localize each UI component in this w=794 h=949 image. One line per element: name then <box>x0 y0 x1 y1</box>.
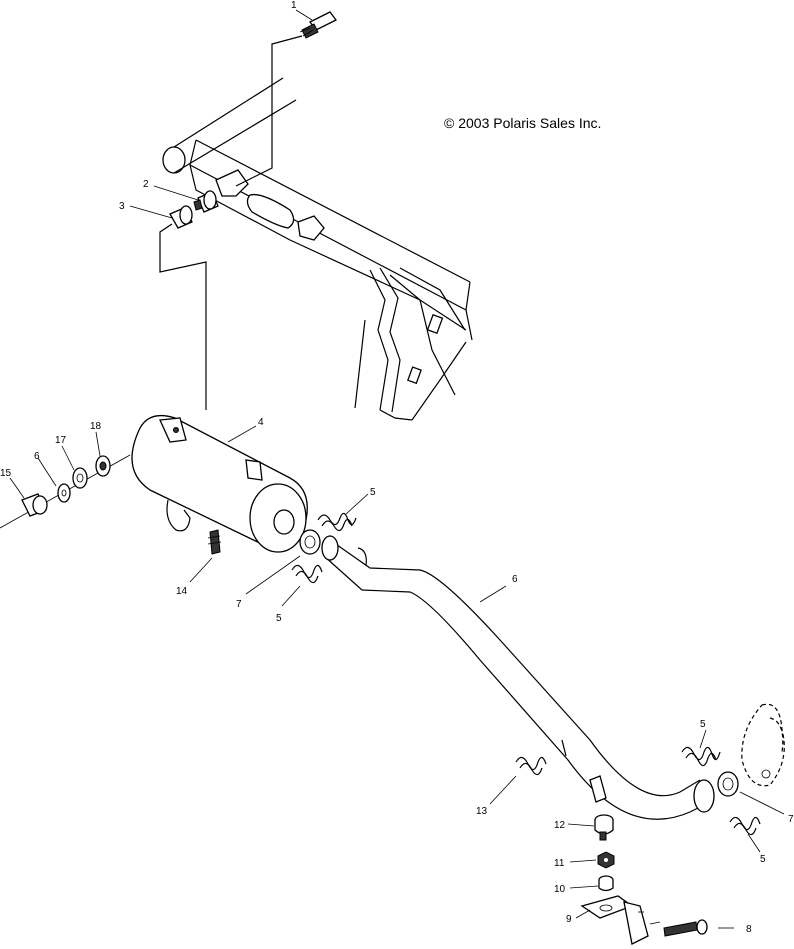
leader-5b <box>281 585 301 607</box>
callout-6a: 6 <box>34 451 40 462</box>
muffler-4 <box>131 414 308 553</box>
frame-assembly <box>162 77 473 421</box>
leader-5c <box>699 729 707 749</box>
callout-7b: 7 <box>788 814 794 825</box>
callout-6b: 6 <box>512 574 518 585</box>
leader-11 <box>569 859 597 863</box>
callout-1: 1 <box>291 0 297 11</box>
frame-tab-upper <box>215 169 249 197</box>
leader-9 <box>575 909 591 919</box>
gasket-7-left <box>299 529 321 555</box>
callout-8: 8 <box>746 924 752 935</box>
spring-5-upper <box>317 512 357 532</box>
grommet-2 <box>193 190 219 213</box>
callout-5b: 5 <box>276 613 282 624</box>
engine-outline <box>741 703 785 787</box>
leader-5a <box>345 493 369 515</box>
callout-13: 13 <box>476 806 488 817</box>
spring-5-lower <box>291 564 323 584</box>
leader-bushing-muffler <box>159 223 207 410</box>
leader-4 <box>227 425 257 443</box>
callout-11: 11 <box>554 858 565 869</box>
callout-10: 10 <box>554 884 566 895</box>
exhaust-pipe-6 <box>321 535 715 820</box>
leader-12 <box>567 823 595 827</box>
leader-10 <box>569 885 599 889</box>
spring-5-right-lower <box>729 816 761 836</box>
leader-3 <box>129 205 173 219</box>
callout-5d: 5 <box>760 854 766 865</box>
nut-15 <box>21 493 48 517</box>
spring-13 <box>515 756 547 776</box>
callout-18: 18 <box>90 421 102 432</box>
leader-1 <box>295 9 313 21</box>
washer-16 <box>57 483 71 503</box>
engine-port <box>761 769 771 779</box>
callout-7a: 7 <box>236 599 242 610</box>
leader-16 <box>37 457 57 487</box>
callout-4: 4 <box>258 417 264 428</box>
gasket-7-right <box>717 771 739 797</box>
frame-tube-end <box>162 146 186 174</box>
leader-18 <box>95 431 101 457</box>
leader-15 <box>9 477 25 499</box>
callout-3: 3 <box>119 201 125 212</box>
callout-14: 14 <box>176 586 188 597</box>
leader-17 <box>61 445 75 471</box>
nut-11 <box>597 851 615 869</box>
leader-5d <box>747 833 761 853</box>
callout-9: 9 <box>566 914 572 925</box>
frame-tab-lower <box>297 215 325 241</box>
spacer-10 <box>598 875 614 892</box>
bushing-3 <box>169 205 193 229</box>
callout-2: 2 <box>143 179 149 190</box>
washer-18 <box>95 455 111 477</box>
leader-14 <box>189 557 213 583</box>
frame-slot <box>246 193 295 229</box>
washer-17 <box>72 467 88 489</box>
callout-5a: 5 <box>370 487 376 498</box>
leader-7b <box>739 791 785 815</box>
copyright-notice: © 2003 Polaris Sales Inc. <box>444 115 601 131</box>
callout-5c: 5 <box>700 719 706 730</box>
leader-bolt-frame <box>235 35 303 187</box>
leader-6 <box>479 585 507 603</box>
leader-13 <box>489 775 517 805</box>
leader-2 <box>153 185 199 201</box>
isolator-12 <box>594 814 614 841</box>
engine-outline-inner <box>769 717 784 753</box>
leader-7a <box>245 555 301 595</box>
screw-14 <box>207 529 222 555</box>
bracket-9 <box>580 895 649 945</box>
callout-17: 17 <box>55 435 67 446</box>
bolt-8 <box>649 919 708 937</box>
spring-5-right-upper <box>681 746 721 767</box>
bolt-1 <box>299 11 337 39</box>
callout-15: 15 <box>0 468 12 479</box>
callout-12: 12 <box>554 820 566 831</box>
